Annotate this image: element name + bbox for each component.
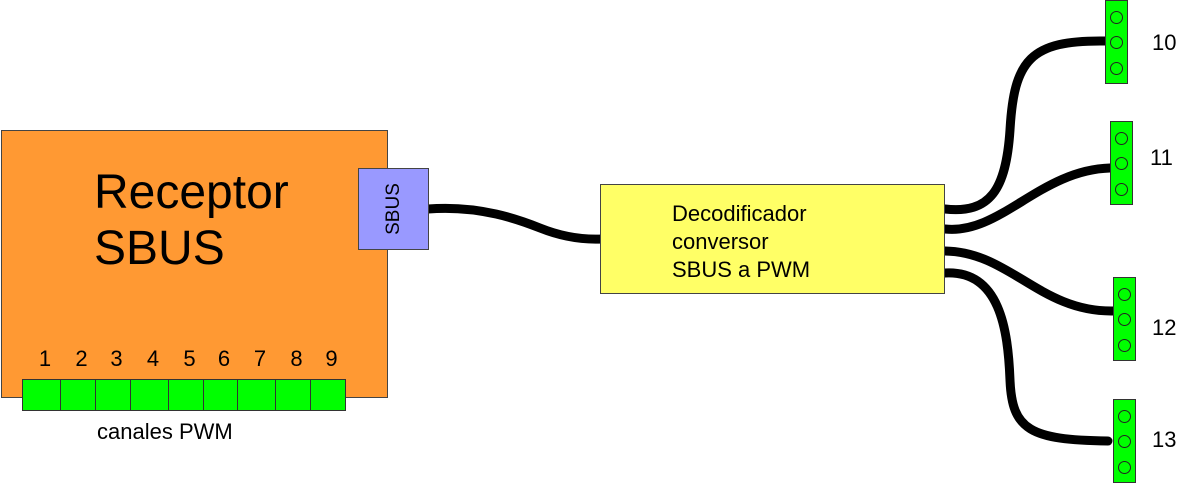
connector-pin-icon: [1118, 339, 1131, 352]
decoder-label-line1: Decodificador: [672, 201, 807, 226]
connector-pin-icon: [1118, 435, 1131, 448]
servo-connector-11: [1110, 121, 1133, 205]
output-channel-label: 13: [1152, 427, 1177, 452]
pwm-channel-number: 7: [253, 346, 267, 371]
pwm-channel-number: 1: [38, 346, 52, 371]
servo-connector-13: [1113, 399, 1136, 483]
cable-output-11: [940, 163, 1115, 234]
connector-pin-icon: [1115, 183, 1128, 196]
sbus-port: SBUS: [358, 168, 429, 250]
pwm-channel-slot: [168, 379, 204, 411]
cable-output-12: [940, 246, 1118, 316]
connector-pin-icon: [1110, 36, 1123, 49]
receiver-title: Receptor SBUS: [94, 165, 289, 277]
pwm-channels-caption: canales PWM: [97, 419, 233, 444]
pwm-channel-slot: [95, 379, 131, 411]
pwm-channel-slot: [237, 379, 276, 411]
connector-pin-icon: [1110, 11, 1123, 24]
pwm-channel-number: 5: [183, 346, 196, 371]
connector-pin-icon: [1118, 410, 1131, 423]
receiver-block: [1, 130, 388, 398]
pwm-channel-number: 2: [75, 346, 88, 371]
decoder-label-line2: conversor: [672, 229, 769, 254]
pwm-channel-number: 4: [146, 346, 160, 371]
sbus-port-label: SBUS: [382, 183, 404, 235]
pwm-channel-number: 9: [325, 346, 338, 371]
pwm-channel-number: 6: [217, 346, 231, 371]
connector-pin-icon: [1118, 313, 1131, 326]
sbus-cable: [423, 203, 607, 244]
pwm-channel-slot: [130, 379, 169, 411]
pwm-channel-slot: [60, 379, 96, 411]
connector-pin-icon: [1110, 62, 1123, 75]
pwm-channel-slot: [203, 379, 238, 411]
pwm-channel-slot: [275, 379, 311, 411]
pwm-channel-slot: [22, 379, 61, 411]
servo-connector-12: [1113, 277, 1136, 361]
connector-pin-icon: [1115, 157, 1128, 170]
connector-pin-icon: [1118, 288, 1131, 301]
connector-pin-icon: [1115, 132, 1128, 145]
output-channel-label: 12: [1152, 315, 1177, 340]
receiver-title-line1: Receptor: [94, 166, 289, 219]
pwm-channel-number: 8: [290, 346, 303, 371]
pwm-channel-slot: [310, 379, 346, 411]
cable-output-13: [940, 268, 1113, 446]
connector-pin-icon: [1118, 461, 1131, 474]
decoder-label: Decodificador conversor SBUS a PWM: [672, 200, 810, 284]
pwm-channel-number: 3: [110, 346, 123, 371]
servo-connector-10: [1105, 0, 1128, 84]
receiver-title-line2: SBUS: [94, 222, 225, 275]
output-channel-label: 10: [1152, 30, 1177, 55]
output-channel-label: 11: [1150, 145, 1173, 170]
decoder-block: [600, 184, 945, 294]
decoder-label-line3: SBUS a PWM: [672, 257, 811, 282]
cable-output-10: [940, 36, 1110, 215]
